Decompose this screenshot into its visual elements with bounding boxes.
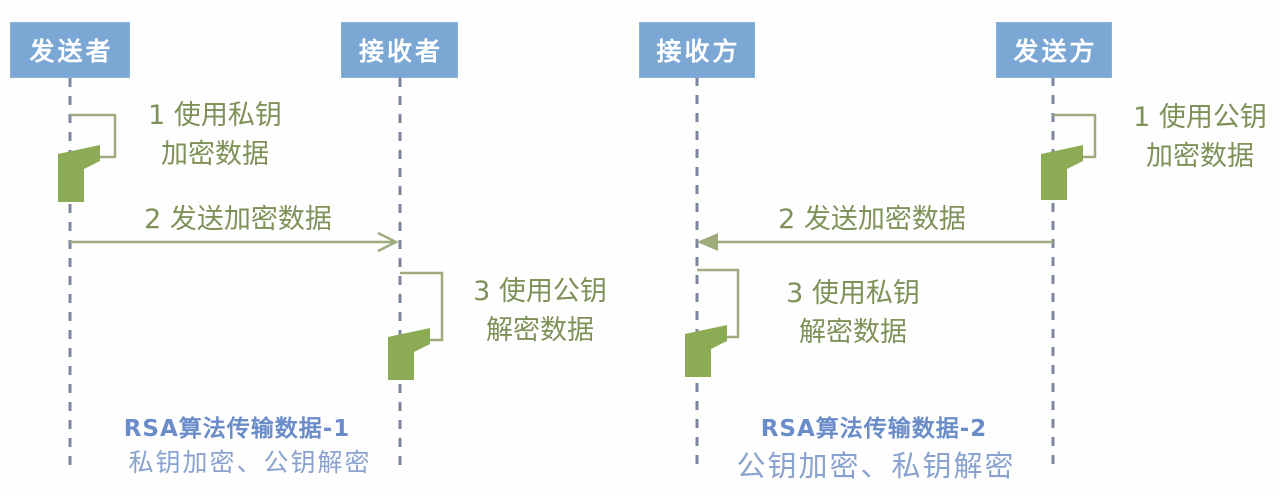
step3-line1-left: 3 使用公钥 <box>473 276 607 307</box>
actor-left-sender: 发送者 <box>10 22 130 78</box>
step1-line2-left: 加密数据 <box>160 139 269 170</box>
flag-marker-icon <box>685 325 727 377</box>
step3-label-left: 3 使用公钥 解密数据 <box>473 272 607 350</box>
self-loop-left-receiver <box>400 271 444 342</box>
flag-marker-icon <box>1041 145 1083 200</box>
flag-marker-icon <box>58 145 100 202</box>
caption-subtitle-left: 私钥加密、公钥解密 <box>128 448 372 477</box>
step3-line2-left: 解密数据 <box>485 315 594 346</box>
step3-line1-right: 3 使用私钥 <box>786 278 920 309</box>
self-loop-right-sender <box>1053 113 1097 159</box>
caption-subtitle-right: 公钥加密、私钥解密 <box>736 449 1016 483</box>
arrowhead-open-icon <box>377 231 399 253</box>
caption-title-right: RSA算法传输数据-2 <box>760 416 988 442</box>
step1-line1-left: 1 使用私钥 <box>148 100 282 131</box>
actor-right-receiver: 接收方 <box>639 22 755 78</box>
step1-label-right: 1 使用公钥 加密数据 <box>1133 98 1267 176</box>
step1-label-left: 1 使用私钥 加密数据 <box>148 96 282 174</box>
step3-label-right: 3 使用私钥 解密数据 <box>786 274 920 352</box>
actor-right-sender: 发送方 <box>996 22 1112 78</box>
caption-title-left: RSA算法传输数据-1 <box>123 416 351 442</box>
self-loop-right-receiver <box>697 268 740 339</box>
step1-line1-right: 1 使用公钥 <box>1133 102 1267 133</box>
step1-line2-right: 加密数据 <box>1145 141 1254 172</box>
actor-left-receiver: 接收者 <box>341 22 458 78</box>
step3-line2-right: 解密数据 <box>798 317 907 348</box>
step2-label-right: 2 发送加密数据 <box>778 204 966 235</box>
flag-marker-icon <box>388 328 430 380</box>
self-loop-left-sender <box>70 113 117 159</box>
step2-label-left: 2 发送加密数据 <box>144 204 332 235</box>
arrowhead-filled-icon <box>697 233 718 251</box>
